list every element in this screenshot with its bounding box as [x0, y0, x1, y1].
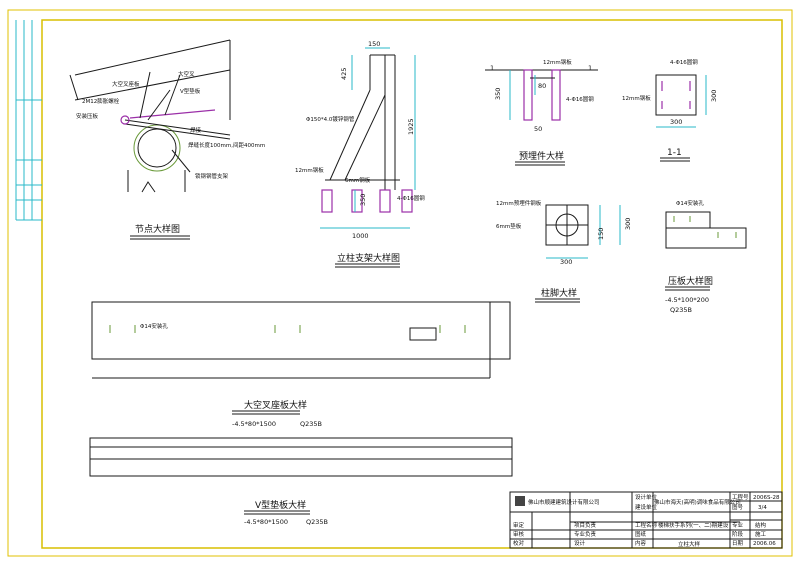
tb-col-2: 工程名称 [635, 521, 658, 529]
column-label-12mm: 12mm钢板 [295, 166, 324, 174]
section-label-plate: 12mm钢板 [622, 94, 651, 102]
inner-border [41, 19, 783, 549]
tb-right-value-1: 3/4 [758, 505, 767, 511]
node-detail-title: 节点大样图 [135, 223, 180, 235]
node-label-press: 安装压板 [76, 112, 99, 120]
column-dim-1000: 1000 [352, 232, 369, 240]
section-label-rebar: 4-Φ16圆钢 [670, 58, 698, 66]
tb-row-1: 审核 [513, 530, 525, 538]
seat-plate-title: 大空叉座板大样 [244, 399, 307, 411]
node-label-pipe: 锁钢钢管支架 [195, 172, 229, 180]
plate-spec: -4.5*100*200 [665, 296, 709, 304]
node-label-seat: 大空叉座板 [112, 80, 140, 88]
embed-label-rebar: 4-Φ16圆钢 [566, 95, 594, 103]
node-label-bolt: 2M12膨胀螺栓 [82, 97, 120, 105]
embed-dim-50: 50 [534, 125, 542, 133]
node-label-fork: 大空叉 [178, 70, 195, 78]
tb-right-value-3: 施工 [755, 530, 767, 538]
node-label-vplate: V型垫板 [180, 87, 201, 95]
column-dim-1925: 1925 [407, 118, 415, 135]
tb-right-value-2: 结构 [755, 521, 767, 529]
column-detail-drawing [320, 47, 416, 229]
tb-mid-0: 项目负责 [574, 521, 597, 529]
tb-right-value-0: 2006S-28 [753, 495, 780, 501]
tb-client: 佛山市海天(高明)调味食品有限公司 [654, 498, 741, 506]
tb-right-label-4: 日期 [732, 540, 744, 547]
tb-right-label-3: 阶段 [732, 530, 744, 538]
binding-strip [15, 20, 42, 221]
column-label-pipe: Φ150*4.0镀锌钢管 [306, 115, 355, 123]
column-label-rebar: 4-Φ16圆钢 [397, 194, 425, 202]
tb-mid-1: 专业负责 [574, 530, 597, 538]
node-detail-drawing [69, 39, 231, 193]
column-dim-150: 150 [368, 40, 380, 48]
embed-dim-left: 1 [490, 64, 494, 72]
seat-label-hole: Φ14安装孔 [140, 322, 168, 330]
tb-right-label-0: 工程号 [732, 493, 749, 501]
tb-right-value-4: 2006.06 [753, 541, 776, 547]
v-plate-title: V型垫板大样 [255, 499, 306, 511]
foot-label-embed: 12mm预埋件钢板 [496, 199, 542, 207]
seat-plate-material: Q235B [300, 420, 322, 428]
column-detail-title: 立柱支架大样图 [337, 252, 400, 264]
tb-col-0: 设计单位 [635, 493, 658, 501]
column-dim-425: 425 [340, 68, 348, 80]
plate-label-hole: Φ14安装孔 [676, 199, 704, 207]
embed-dim-80: 80 [538, 82, 546, 90]
plate-detail-drawing [665, 211, 747, 249]
foot-detail-title: 柱脚大样 [541, 287, 577, 299]
tb-right-label-2: 专业 [732, 521, 744, 529]
foot-detail-drawing [545, 204, 621, 259]
plate-detail-title: 压板大样图 [668, 275, 713, 287]
column-dim-350: 350 [359, 194, 367, 206]
outer-border [7, 9, 793, 557]
seat-plate-spec: -4.5*80*1500 [232, 420, 276, 428]
tb-right-label-1: 图号 [732, 503, 744, 511]
tb-drawing: 立柱大样 [678, 540, 701, 548]
foot-label-pad: 6mm垫板 [496, 222, 522, 230]
tb-col-1: 建设单位 [635, 503, 658, 511]
section-11-title: 1-1 [667, 148, 682, 158]
plate-material: Q235B [670, 306, 692, 314]
section-11-drawing [655, 74, 707, 128]
v-plate-spec: -4.5*80*1500 [244, 518, 288, 526]
embed-detail-drawing [485, 69, 598, 121]
section-dim-height: 300 [710, 90, 718, 102]
tb-project: 楼梯扶手系列(一、二)期建设 [658, 521, 729, 529]
embed-dim-right: 1 [588, 64, 592, 72]
column-label-6mm: 6mm钢板 [345, 176, 371, 184]
foot-dim-width: 300 [560, 258, 572, 266]
tb-company: 佛山市顺建建筑设计有限公司 [528, 498, 600, 506]
tb-row-2: 校对 [513, 539, 525, 547]
tb-col-4: 内容 [635, 539, 647, 547]
v-plate-material: Q235B [306, 518, 328, 526]
title-block-frame [509, 491, 783, 549]
section-dim-width: 300 [670, 118, 682, 126]
foot-dim-300: 300 [624, 218, 632, 230]
v-plate-drawing [89, 437, 513, 477]
embed-dim-350: 350 [494, 88, 502, 100]
seat-plate-drawing [91, 301, 511, 379]
tb-col-3: 图纸 [635, 530, 647, 538]
tb-row-0: 审定 [513, 521, 525, 529]
foot-dim-150: 150 [597, 228, 605, 240]
company-logo [515, 496, 525, 506]
embed-label-plate: 12mm钢板 [543, 58, 572, 66]
node-label-weld: 焊接 [190, 126, 202, 134]
embed-detail-title: 预埋件大样 [519, 150, 564, 162]
node-label-weldlen: 焊缝长度100mm,间距400mm [188, 141, 265, 149]
tb-mid-2: 设计 [574, 539, 586, 547]
